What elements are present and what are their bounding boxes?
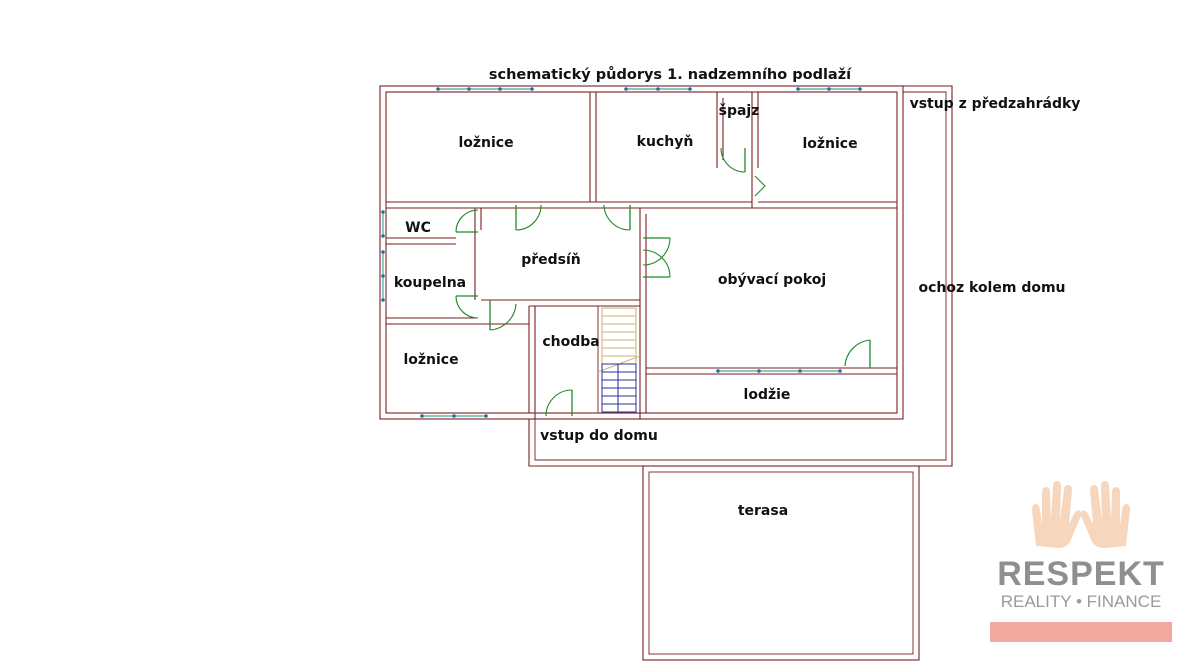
room-pantry: špajz (719, 103, 760, 119)
room-bedroom-3: ložnice (403, 352, 458, 368)
doors (455, 147, 871, 417)
windows (381, 87, 862, 418)
room-loggia: lodžie (744, 387, 791, 403)
room-terrace: terasa (738, 503, 788, 519)
logo-name: RESPEKT (997, 555, 1165, 593)
room-kitchen: kuchyň (637, 134, 694, 150)
room-living: obývací pokoj (718, 272, 826, 288)
room-hall: předsíň (521, 252, 581, 268)
terrace-outline (642, 465, 920, 661)
annotation-walkway: ochoz kolem domu (918, 280, 1065, 296)
logo-subtitle: REALITY • FINANCE (1000, 592, 1162, 611)
plan-title: schematický půdorys 1. nadzemního podlaž… (489, 66, 852, 83)
room-bedroom-2: ložnice (802, 136, 857, 152)
interior-walls (386, 92, 897, 419)
annotation-entry-house: vstup do domu (540, 428, 658, 444)
room-bathroom: koupelna (394, 275, 466, 291)
staircase (597, 307, 641, 413)
room-corridor: chodba (542, 334, 599, 350)
respekt-logo: RESPEKT REALITY • FINANCE (988, 480, 1174, 646)
room-bedroom-1: ložnice (458, 135, 513, 151)
logo-accent-bar (990, 622, 1172, 642)
walkway-outline (528, 85, 953, 467)
hands-icon (1032, 481, 1130, 548)
room-wc: WC (405, 220, 431, 236)
annotation-entry-garden: vstup z předzahrádky (910, 96, 1081, 112)
outer-walls (379, 85, 904, 420)
